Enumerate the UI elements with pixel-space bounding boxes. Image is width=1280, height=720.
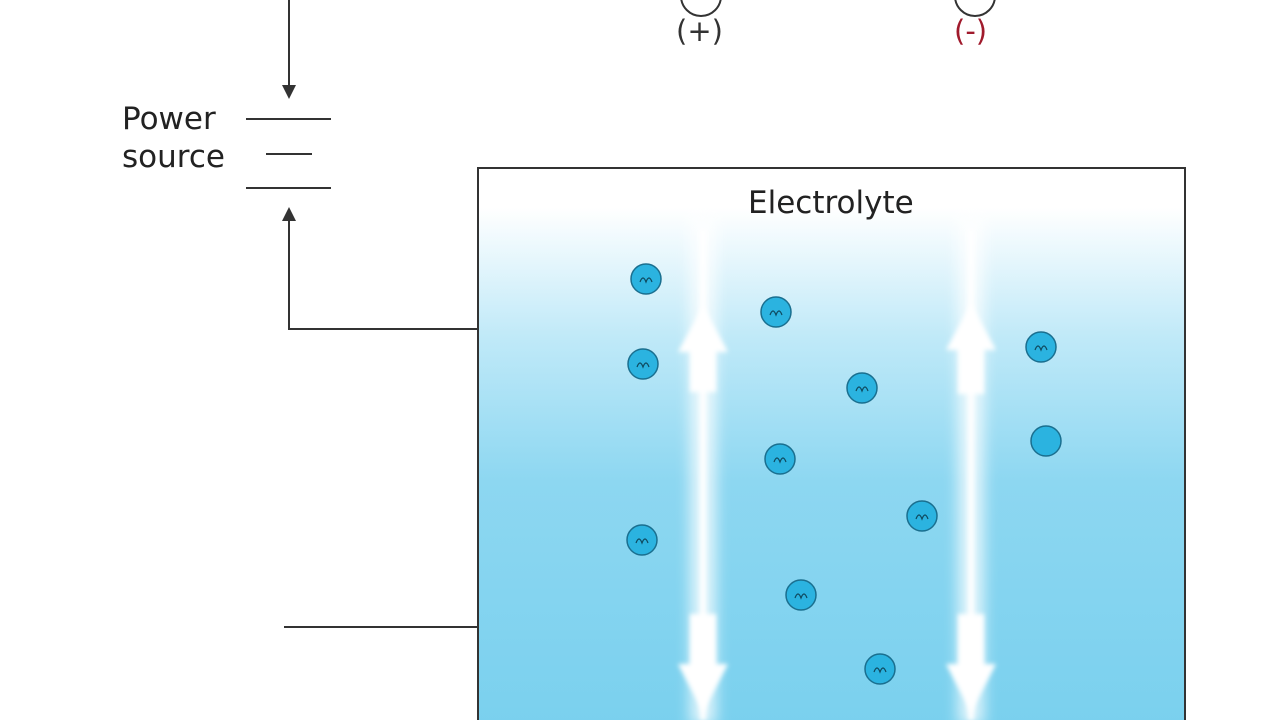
cathode-up-arrow xyxy=(946,304,996,394)
ion-marking xyxy=(873,667,887,674)
anode-up-arrow xyxy=(678,306,728,392)
battery-symbol xyxy=(246,118,331,189)
ion-marking xyxy=(915,514,929,521)
power-source-label: Power source xyxy=(122,100,225,176)
ion-particle xyxy=(630,263,662,295)
wire-tank-up-arrow xyxy=(282,207,478,330)
ion-particle xyxy=(764,443,796,475)
electrolyte-label: Electrolyte xyxy=(748,185,914,221)
power-source-label-line1: Power xyxy=(122,101,216,137)
ion-particle xyxy=(627,348,659,380)
anode-sign: (+) xyxy=(676,14,723,48)
cathode-down-arrow xyxy=(946,614,996,712)
ion-particle xyxy=(785,579,817,611)
ion-marking xyxy=(794,593,808,600)
ion-particle xyxy=(760,296,792,328)
ion-particle xyxy=(1030,425,1062,457)
cathode-sign: (-) xyxy=(954,14,988,48)
ion-marking xyxy=(635,538,649,545)
ion-particle xyxy=(864,653,896,685)
ion-particle xyxy=(846,372,878,404)
ion-marking xyxy=(855,386,869,393)
ion-marking xyxy=(773,457,787,464)
ion-marking xyxy=(1034,345,1048,352)
anode-current-glow xyxy=(678,215,728,720)
cathode-electrode-top xyxy=(954,0,996,17)
ion-particle xyxy=(1025,331,1057,363)
anode-electrode-top xyxy=(680,0,722,17)
power-source-label-line2: source xyxy=(122,139,225,175)
electrolyte-tank xyxy=(477,167,1186,720)
ion-marking xyxy=(636,362,650,369)
ion-particle xyxy=(906,500,938,532)
ion-group xyxy=(626,263,1062,685)
ion-marking xyxy=(769,310,783,317)
ion-particle xyxy=(626,524,658,556)
cathode-current-glow xyxy=(946,215,996,720)
anode-down-arrow xyxy=(678,614,728,712)
ion-marking xyxy=(639,277,653,284)
